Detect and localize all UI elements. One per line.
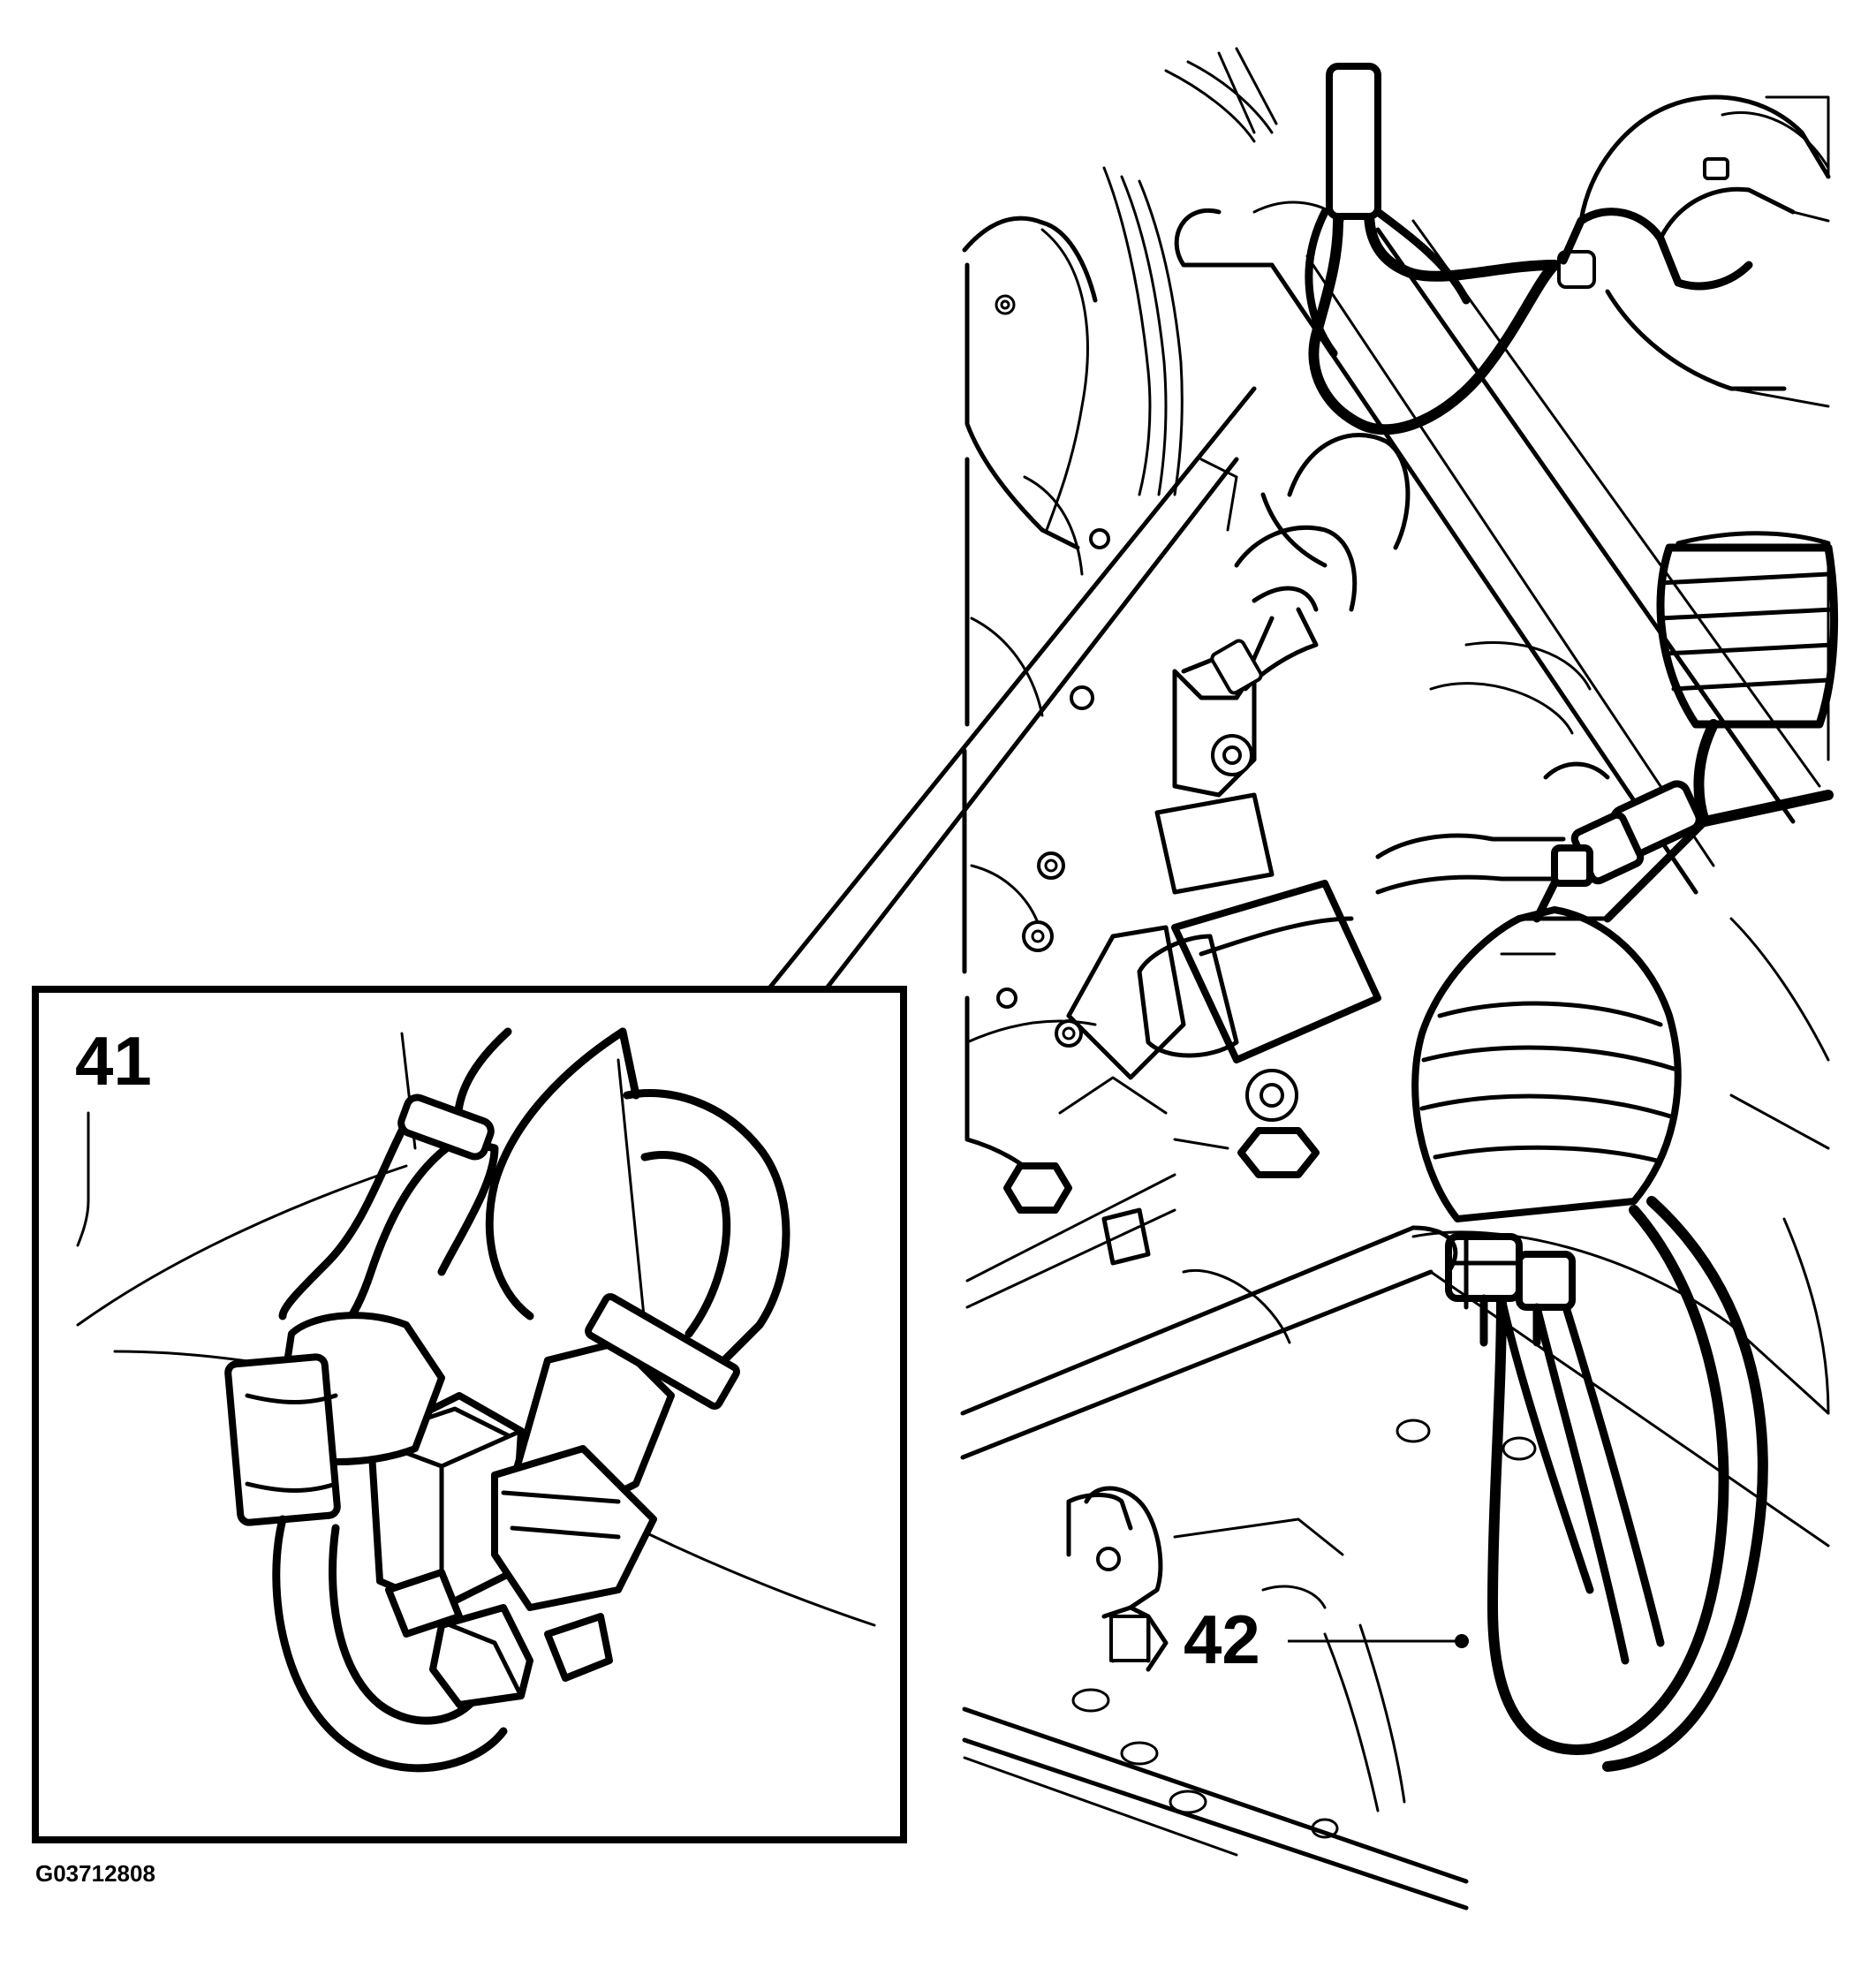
figure-code: G03712808 [35, 1860, 155, 1887]
lower-cable-loop [1487, 1205, 1729, 1755]
upper-cable [1308, 64, 1560, 435]
tie-rod-end [1532, 780, 1703, 923]
subframe-crossmember [960, 1225, 1433, 1460]
universal-joint-yoke [1154, 607, 1319, 895]
inset-hose-right [485, 1027, 627, 1320]
lower-sensor-bracket [1066, 1486, 1169, 1672]
upper-right-bracket [1559, 208, 1753, 291]
lower-bellows-boot [1411, 906, 1682, 1222]
callout-label-42: 42 [1184, 1600, 1260, 1678]
inset-lower-loop [272, 1515, 508, 1773]
callout-42-dot [1455, 1634, 1469, 1648]
engine-housing-outline [962, 216, 1098, 1204]
inset-detail: 41 [32, 986, 907, 1843]
inset-leader-lines [766, 386, 1257, 992]
callout-label-41: 41 [75, 1022, 152, 1100]
callout-42: 42 [1184, 1600, 1469, 1678]
floor-panel-rails [962, 1706, 1469, 1911]
left-side-bolts [996, 528, 1110, 1048]
upper-bellows-boot [1656, 531, 1839, 761]
center-strut [1058, 880, 1381, 1150]
engine-bay-illustration [960, 47, 1839, 1911]
